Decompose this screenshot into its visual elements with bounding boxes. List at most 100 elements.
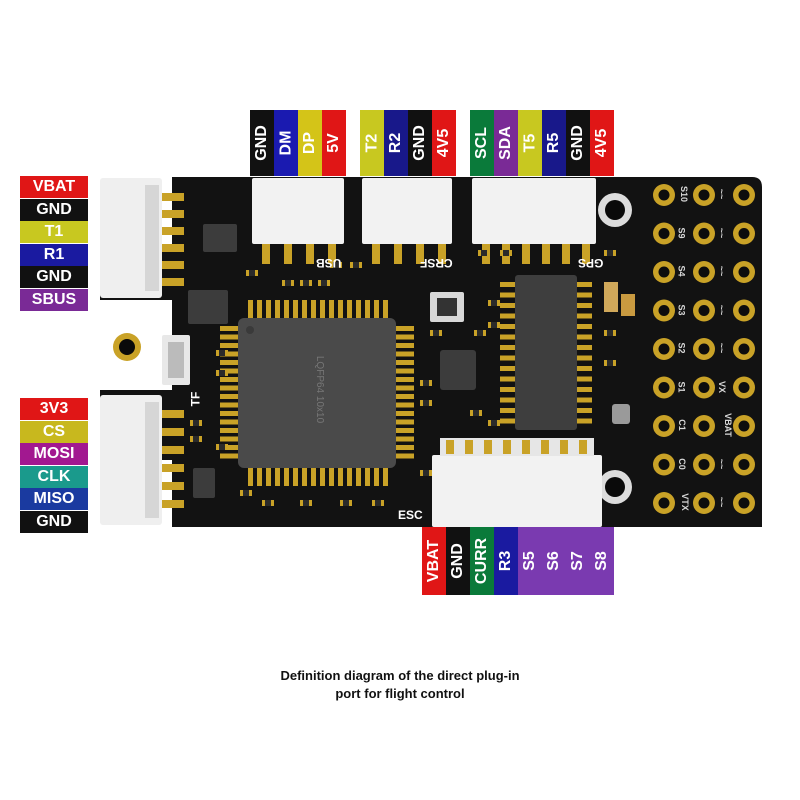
connector-pin bbox=[162, 193, 184, 201]
mcu-pin bbox=[347, 468, 352, 486]
pad-label: S2 bbox=[676, 342, 687, 354]
ic-pin bbox=[500, 345, 515, 350]
smd-part-body bbox=[423, 380, 429, 386]
pad-label-right: ~~ bbox=[716, 496, 727, 508]
solder-pad-hole bbox=[658, 382, 670, 393]
solder-pad-hole bbox=[658, 266, 670, 278]
smd-part-body bbox=[303, 280, 309, 286]
pad-label-right: ~~ bbox=[716, 458, 727, 469]
smd-part-body bbox=[481, 250, 487, 256]
mcu-pin bbox=[396, 343, 414, 348]
mcu-pin bbox=[220, 453, 238, 459]
smd-part-body bbox=[423, 470, 429, 476]
wire-label-text: S5 bbox=[520, 551, 538, 571]
wire-label: GND bbox=[446, 527, 470, 595]
connector-pin bbox=[328, 244, 336, 264]
mcu-pin bbox=[220, 445, 238, 450]
mcu-pin bbox=[396, 351, 414, 357]
mcu-pin bbox=[248, 468, 253, 486]
wire-label: CLK bbox=[20, 465, 88, 488]
mcu-pin bbox=[365, 300, 370, 318]
solder-pad-hole bbox=[738, 305, 750, 316]
smd-part-body bbox=[243, 490, 249, 496]
mcu-pin bbox=[383, 300, 388, 318]
ic-pin bbox=[500, 282, 515, 287]
connector-pin bbox=[562, 244, 570, 264]
wire-label-text: VBAT bbox=[425, 539, 442, 583]
wire-label: DP bbox=[298, 110, 322, 176]
connector-pin bbox=[284, 244, 292, 264]
mcu-pin bbox=[220, 377, 238, 382]
wire-label-text: DM bbox=[277, 130, 295, 156]
pad-label-right: ~~ bbox=[716, 304, 727, 315]
wire-label: GND bbox=[20, 510, 88, 533]
ic-pin bbox=[577, 345, 592, 350]
connector-pin bbox=[416, 244, 424, 264]
ic-pin bbox=[577, 376, 592, 382]
connector-gps bbox=[472, 178, 596, 244]
mcu-pin bbox=[374, 300, 379, 318]
usb-silk-label: USB bbox=[316, 256, 342, 270]
pad-label-right: VX bbox=[717, 380, 728, 393]
mcu-pin bbox=[275, 468, 280, 486]
ic-pin bbox=[500, 355, 515, 361]
smd-part-body bbox=[219, 444, 225, 450]
mcu-pin bbox=[338, 468, 343, 486]
connector-pin bbox=[162, 278, 184, 286]
mcu-pin bbox=[396, 385, 414, 391]
ic-top-left bbox=[188, 290, 228, 324]
solder-pad-hole bbox=[698, 189, 710, 201]
smd-part-body bbox=[219, 370, 225, 376]
capacitor-1 bbox=[604, 282, 618, 312]
ic-pin bbox=[577, 313, 592, 319]
smd-part-body bbox=[193, 436, 199, 442]
smd-part-body bbox=[477, 330, 483, 336]
connector-pin bbox=[522, 440, 530, 454]
smd-part-body bbox=[353, 262, 359, 268]
solder-pad-hole bbox=[698, 497, 710, 509]
ic-pin bbox=[500, 366, 515, 371]
button bbox=[612, 404, 630, 424]
connector-pin bbox=[560, 440, 568, 454]
ic-pin bbox=[500, 303, 515, 308]
pad-label: C1 bbox=[676, 419, 687, 431]
mcu-pin bbox=[275, 300, 280, 318]
ic-pin bbox=[500, 397, 515, 403]
capacitor-2 bbox=[621, 294, 635, 316]
wire-label: S8 bbox=[590, 527, 614, 595]
wire-label: GND bbox=[250, 110, 274, 176]
smd-part-body bbox=[219, 350, 225, 356]
solder-pad-hole bbox=[658, 189, 670, 201]
connector-pin bbox=[503, 440, 511, 454]
gps-silk-label: GPS bbox=[578, 256, 604, 270]
mcu-pin bbox=[293, 300, 298, 318]
secondary-ic bbox=[515, 275, 577, 430]
connector-pin bbox=[162, 428, 184, 436]
pad-label: S1 bbox=[676, 380, 687, 393]
wire-label: S7 bbox=[566, 527, 590, 595]
solder-pad-hole bbox=[698, 266, 710, 278]
wire-label-text: R2 bbox=[386, 132, 404, 154]
ic-pin bbox=[500, 292, 515, 298]
mcu-pin bbox=[220, 419, 238, 425]
mcu-pin bbox=[266, 300, 271, 318]
mcu-pin bbox=[220, 411, 238, 416]
wire-label: CS bbox=[20, 420, 88, 443]
mcu-pin bbox=[320, 468, 325, 486]
smd-part-body bbox=[491, 300, 497, 306]
mcu-pin bbox=[220, 436, 238, 442]
ic-pin bbox=[500, 324, 515, 329]
solder-pad-hole bbox=[658, 497, 670, 509]
smd-part-body bbox=[607, 360, 613, 366]
solder-pad-hole bbox=[698, 228, 710, 239]
mcu-pin bbox=[383, 468, 388, 486]
connector-pin bbox=[579, 440, 587, 454]
connector-pin bbox=[162, 210, 184, 218]
wire-label: SCL bbox=[470, 110, 494, 176]
wire-label-text: GND bbox=[449, 543, 466, 579]
solder-pad-hole bbox=[658, 305, 670, 316]
smd-part-body bbox=[321, 280, 327, 286]
mcu-pin bbox=[396, 411, 414, 416]
solder-pad-hole bbox=[698, 382, 710, 393]
ic-pin bbox=[577, 334, 592, 340]
